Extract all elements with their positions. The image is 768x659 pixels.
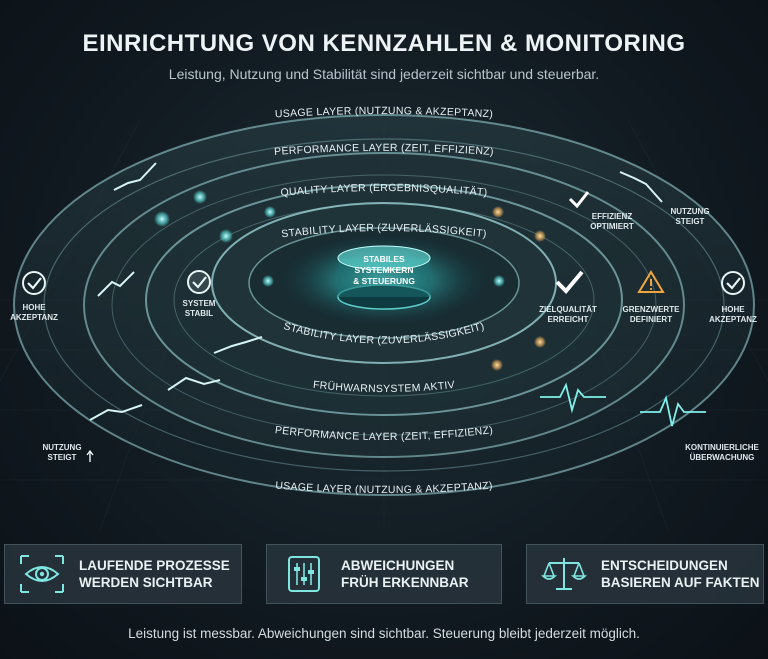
label-performance-top: PERFORMANCE LAYER (ZEIT, EFFIZIENZ) [274,142,494,158]
annotation-kontinuierliche-ueberwachung: KONTINUIERLICHE ÜBERWACHUNG [685,443,759,462]
footer-text: Leistung ist messbar. Abweichungen sind … [128,626,640,641]
svg-text:GRENZWERTE: GRENZWERTE [623,305,681,314]
card-line-2: WERDEN SICHTBAR [79,575,213,590]
card-line-2: FRÜH ERKENNBAR [341,575,469,590]
glow-dot [154,211,170,227]
svg-text:KONTINUIERLICHE: KONTINUIERLICHE [685,443,759,452]
annotation-system-stabil: SYSTEM STABIL [183,299,216,318]
svg-text:AKZEPTANZ: AKZEPTANZ [709,315,757,324]
core-line-1: STABILES [363,254,405,264]
glow-dot [534,230,546,242]
annotation-grenzwerte-definiert: GRENZWERTE DEFINIERT [623,305,681,324]
annotation-hohe-akzeptanz-right: HOHE AKZEPTANZ [709,305,757,324]
svg-text:EFFIZIENZ: EFFIZIENZ [592,212,633,221]
card-entscheidungen: ENTSCHEIDUNGEN BASIEREN AUF FAKTEN [526,544,764,604]
label-usage-bottom: USAGE LAYER (NUTZUNG & AKZEPTANZ) [275,480,493,496]
svg-text:DEFINIERT: DEFINIERT [630,315,672,324]
svg-text:STEIGT: STEIGT [676,217,705,226]
glow-dot [491,359,503,371]
label-quality-top: QUALITY LAYER (ERGEBNISQUALITÄT) [280,182,488,199]
annotation-effizienz-optimiert: EFFIZIENZ OPTIMIERT [590,212,634,231]
annotation-nutzung-steigt-left: NUTZUNG STEIGT [42,443,81,462]
core-line-2: SYSTEMKERN [354,265,413,275]
svg-text:STABIL: STABIL [185,309,213,318]
check-icon [555,270,584,294]
trend-lines [89,162,663,421]
svg-text:ÜBERWACHUNG: ÜBERWACHUNG [690,453,755,462]
glow-dot [264,206,276,218]
glow-dot [219,229,233,243]
page-title: EINRICHTUNG VON KENNZAHLEN & MONITORING [82,30,686,57]
svg-text:ERREICHT: ERREICHT [548,315,589,324]
trend-up-line [97,271,135,297]
label-fruehwarn-bottom: FRÜHWARNSYSTEM AKTIV [312,379,455,395]
arrow-up-icon [86,449,94,462]
svg-text:OPTIMIERT: OPTIMIERT [590,222,634,231]
eye-icon [20,555,64,593]
card-line-1: ENTSCHEIDUNGEN [601,558,728,573]
trend-up-line [213,336,263,354]
scale-icon [541,558,587,590]
check-icon [568,191,590,209]
card-line-1: ABWEICHUNGEN [341,558,455,573]
card-prozesse-sichtbar: LAUFENDE PROZESSE WERDEN SICHTBAR [4,544,242,604]
glow-dot [262,275,274,287]
svg-text:STEIGT: STEIGT [48,453,77,462]
trend-line [167,376,221,391]
warning-icon [637,270,665,293]
svg-text:SYSTEM: SYSTEM [183,299,216,308]
core-system: STABILES SYSTEMKERN & STEUERUNG [274,232,494,328]
page-subtitle: Leistung, Nutzung und Stabilität sind je… [168,66,600,82]
svg-text:ZIELQUALITÄT: ZIELQUALITÄT [539,305,597,314]
svg-text:HOHE: HOHE [721,305,745,314]
svg-text:NUTZUNG: NUTZUNG [670,207,709,216]
annotation-nutzung-steigt-right: NUTZUNG STEIGT [670,207,709,226]
sliders-icon [288,556,320,592]
glow-dots [154,190,546,371]
check-circle-icon [22,271,46,295]
trend-down-line [619,171,663,203]
svg-text:HOHE: HOHE [22,303,46,312]
annotation-hohe-akzeptanz-left: HOHE AKZEPTANZ [10,303,58,322]
svg-text:NUTZUNG: NUTZUNG [42,443,81,452]
annotation-zielqualitaet-erreicht: ZIELQUALITÄT ERREICHT [539,305,597,324]
card-abweichungen: ABWEICHUNGEN FRÜH ERKENNBAR [266,544,502,604]
pulse-lines [540,382,706,427]
pulse-icon [640,395,706,427]
trend-up-line [113,162,157,191]
check-circle-icon [187,270,211,294]
glow-dot [493,275,505,287]
glow-dot [534,336,546,348]
card-line-2: BASIEREN AUF FAKTEN [601,575,760,590]
trend-line [89,404,143,421]
glow-dot [492,206,504,218]
layer-diagram: STABILES SYSTEMKERN & STEUERUNG USAGE LA… [0,105,768,531]
check-circle-icon [721,271,745,295]
svg-text:AKZEPTANZ: AKZEPTANZ [10,313,58,322]
label-usage-top: USAGE LAYER (NUTZUNG & AKZEPTANZ) [275,105,494,120]
core-line-3: & STEUERUNG [353,276,415,286]
pulse-icon [540,382,606,414]
card-line-1: LAUFENDE PROZESSE [79,558,230,573]
glow-dot [193,190,207,204]
